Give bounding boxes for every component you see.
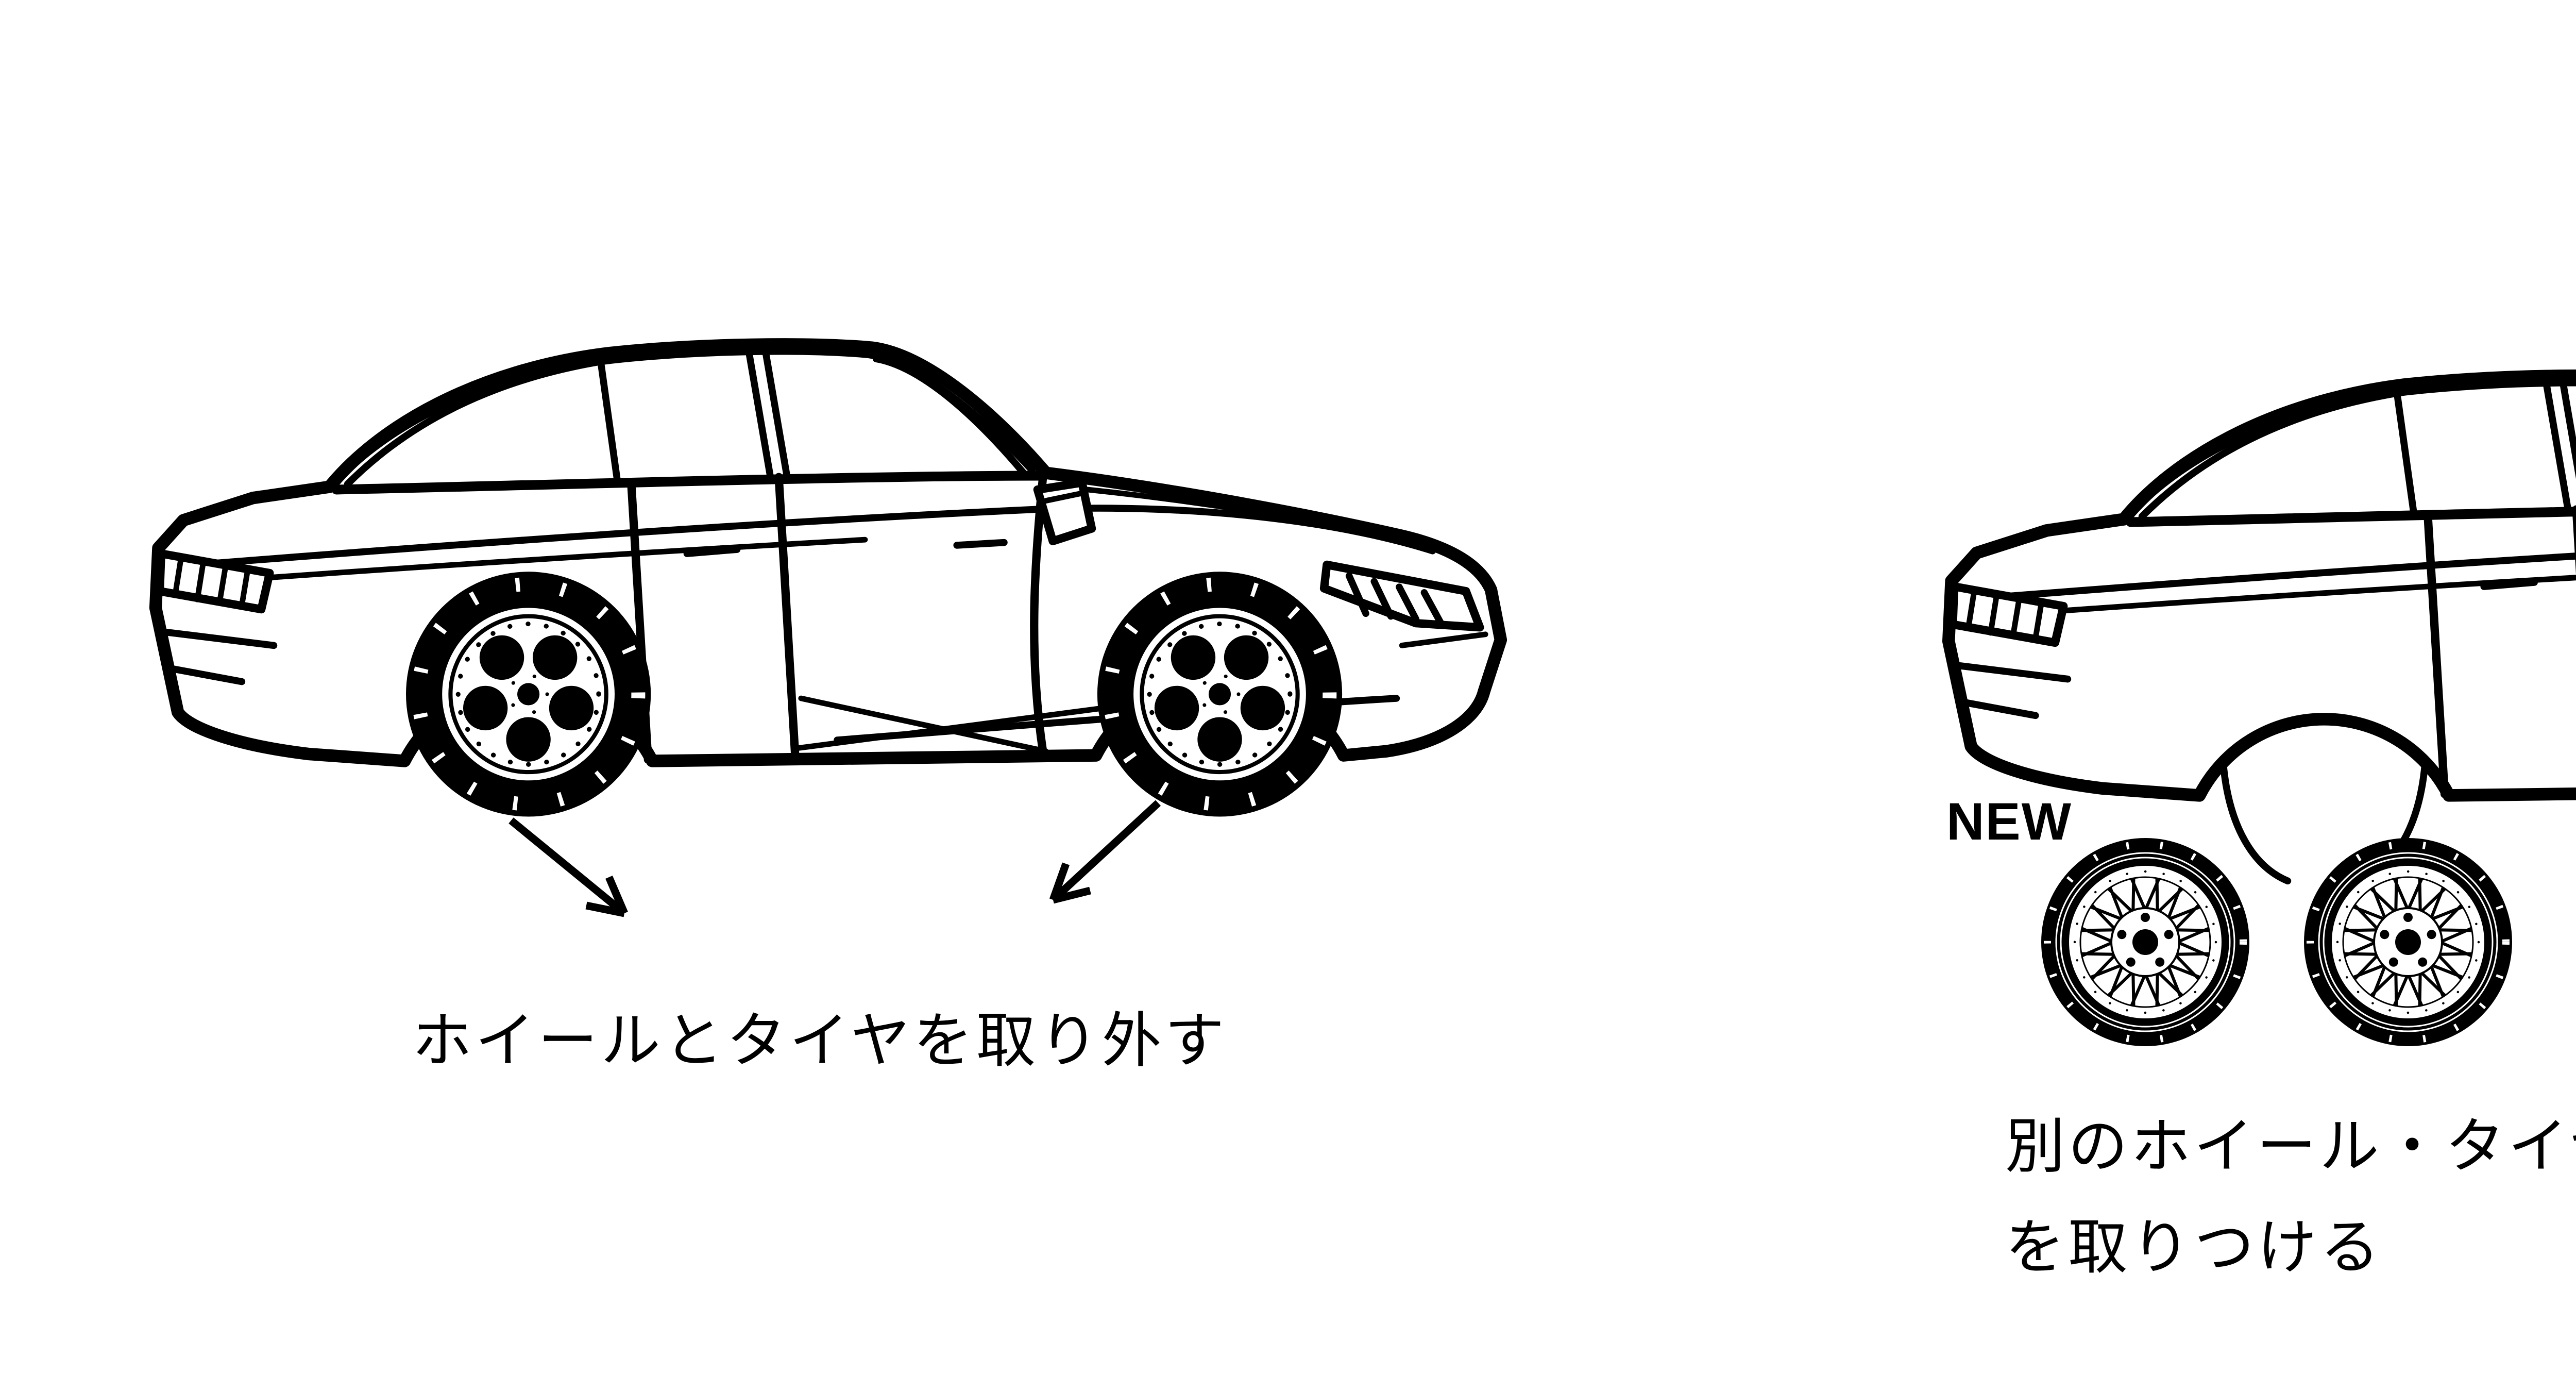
spare-wheel-right [2304, 838, 2512, 1046]
right-step-caption: 別のホイール・タイヤ、冬用タイヤ・ホイール を取りつける [2005, 1096, 2576, 1298]
car-without-wheels-illustration [1935, 312, 2576, 873]
car-with-wheels-illustration [142, 281, 1533, 837]
spare-wheels-illustration [2038, 828, 2522, 1054]
left-step-caption: ホイールとタイヤを取り外す [412, 1007, 1228, 1074]
right-step-caption-line1: 別のホイール・タイヤ、冬用タイヤ・ホイール [2005, 1113, 2576, 1180]
spare-wheel-left [2041, 838, 2249, 1046]
mounted-wheels [406, 572, 1342, 816]
new-label: NEW [1946, 792, 2072, 851]
car-body-outline [1948, 376, 2576, 795]
right-step-caption-line2: を取りつける [2005, 1214, 2383, 1281]
